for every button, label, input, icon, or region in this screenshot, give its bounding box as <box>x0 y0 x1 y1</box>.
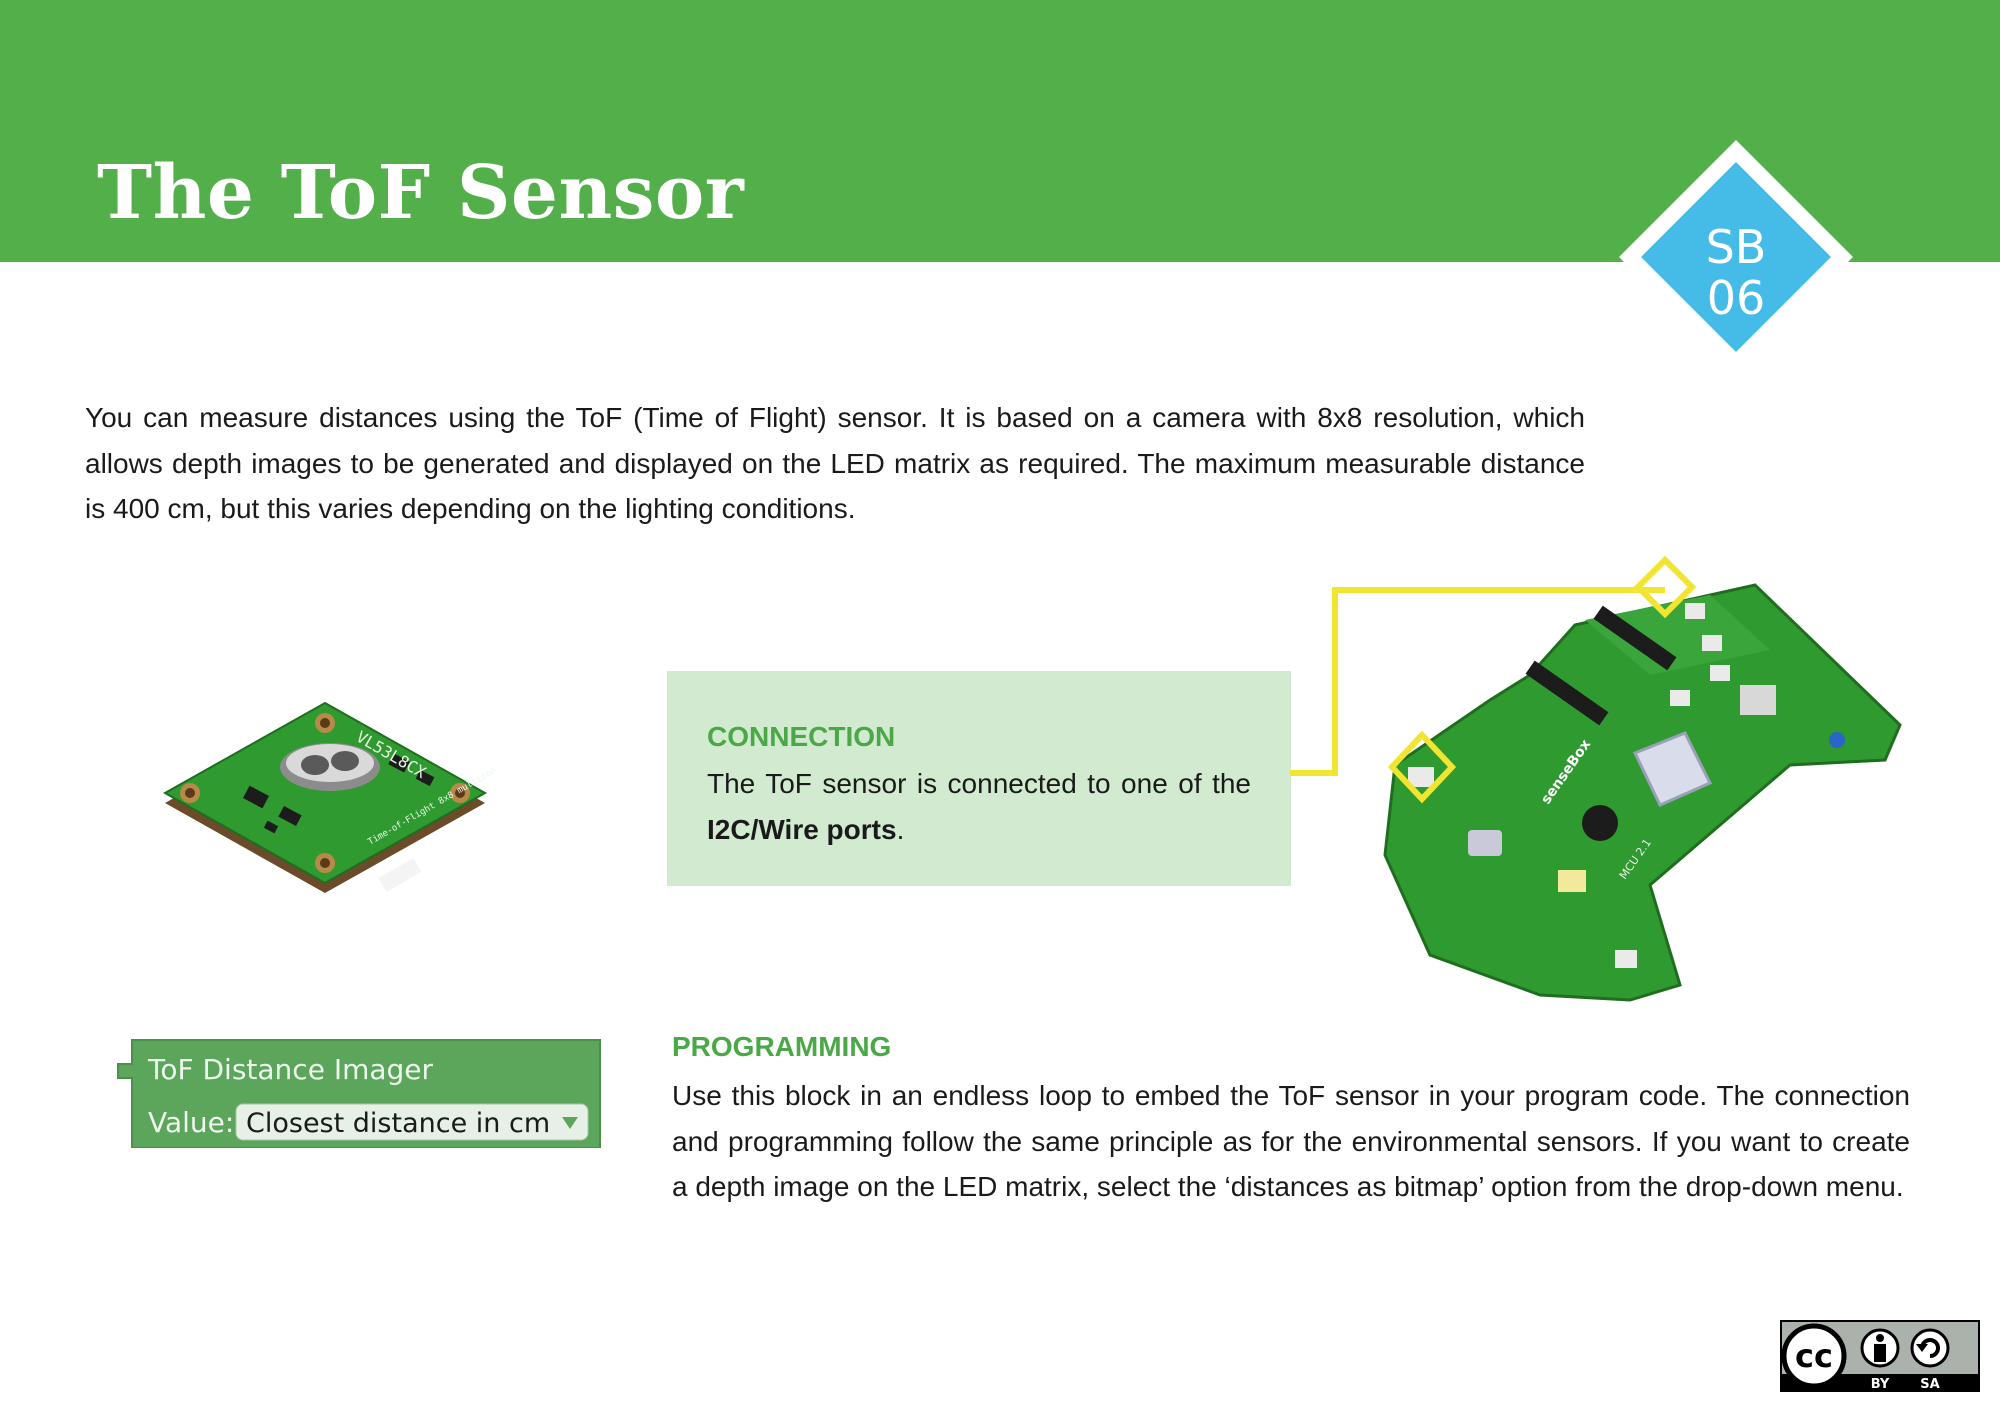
left-port-highlight <box>1387 730 1457 804</box>
page-title: The ToF Sensor <box>97 150 745 236</box>
badge-line-1: SB <box>1705 220 1767 274</box>
tof-sensor-image: VL53L8CX Time-of-Flight 8x8 multizone se… <box>162 701 495 893</box>
sensebox-board-image: senseBox MCU 2.1 <box>1290 555 1902 1002</box>
connection-text: The ToF sensor is connected to one of th… <box>707 761 1251 852</box>
dropdown-arrow-icon <box>562 1117 578 1129</box>
cc-sa-label: SA <box>1920 1377 1939 1392</box>
attribution-icon <box>1860 1328 1900 1368</box>
tof-block: ToF Distance Imager Value: Closest dista… <box>117 1039 601 1148</box>
block-title: ToF Distance Imager <box>147 1053 434 1086</box>
badge-label: SB 06 <box>1619 222 1853 324</box>
share-alike-icon <box>1910 1328 1950 1368</box>
sheet-badge: SB 06 <box>1619 140 1853 374</box>
badge-diamond <box>1619 140 1853 374</box>
connection-box: CONNECTION The ToF sensor is connected t… <box>667 671 1291 886</box>
connection-line <box>1290 587 1665 776</box>
connection-port-name: I2C/Wire ports <box>707 813 897 845</box>
cc-license-badge: cc BY SA <box>1780 1320 1980 1392</box>
block-dropdown-value: Closest distance in cm <box>246 1108 550 1139</box>
connection-heading: CONNECTION <box>707 721 896 752</box>
connection-text-b: . <box>896 813 905 845</box>
cc-icon: cc <box>1795 1337 1833 1375</box>
cc-by-label: BY <box>1871 1377 1890 1392</box>
upper-port-highlight <box>1633 555 1697 619</box>
programming-text: Use this block in an endless loop to emb… <box>672 1080 1910 1202</box>
intro-paragraph: You can measure distances using the ToF … <box>85 402 1585 524</box>
connection-text-a: The ToF sensor is connected to one of th… <box>707 768 1251 799</box>
badge-line-2: 06 <box>1706 271 1766 325</box>
block-dropdown[interactable]: Closest distance in cm <box>235 1103 589 1141</box>
programming-heading: PROGRAMMING <box>672 1031 892 1062</box>
block-value-label: Value: <box>148 1106 234 1139</box>
